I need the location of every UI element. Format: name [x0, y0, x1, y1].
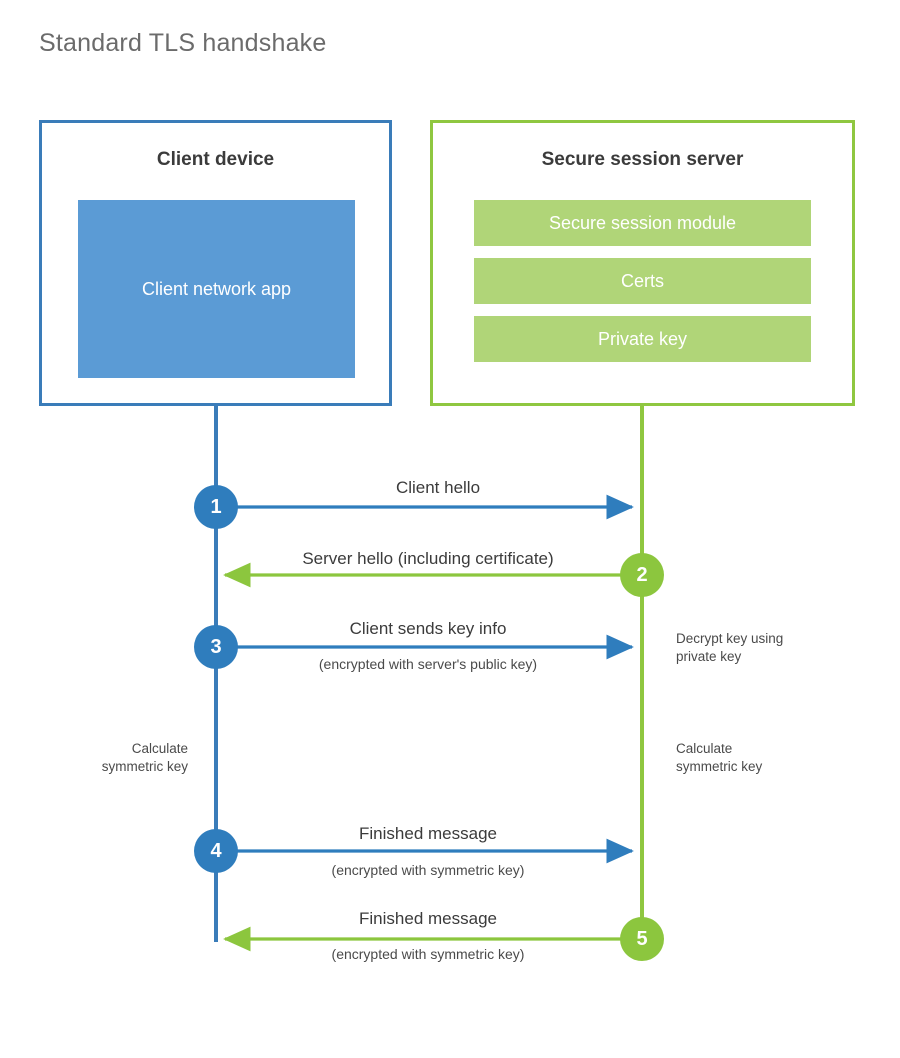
annotation-client-calculate-symmetric-key: Calculate symmetric key: [0, 740, 188, 776]
server-block-certs: Certs: [474, 258, 811, 304]
message-primary-step-2: Server hello (including certificate): [302, 549, 554, 568]
annotation-server-decrypt-line2: private key: [676, 649, 742, 665]
message-note-step-4: (encrypted with symmetric key): [228, 862, 628, 879]
annotation-client-calc-line2: symmetric key: [101, 759, 188, 775]
annotation-server-calc-line1: Calculate: [676, 741, 733, 756]
secure-session-server-title: Secure session server: [541, 149, 744, 170]
message-primary-step-1: Client hello: [395, 478, 481, 497]
message-label-step-2: Server hello (including certificate): [228, 549, 628, 569]
message-note-step-5: (encrypted with symmetric key): [228, 946, 628, 963]
step-circle-4[interactable]: 4: [194, 829, 238, 873]
client-network-app-block: Client network app: [78, 200, 355, 378]
message-label-step-4: Finished message: [228, 824, 628, 844]
message-note-step-3: (encrypted with server's public key): [228, 656, 628, 673]
annotation-server-decrypt: Decrypt key using private key: [676, 630, 856, 666]
server-lifeline: [640, 406, 644, 942]
step-circle-1[interactable]: 1: [194, 485, 238, 529]
step-circle-5[interactable]: 5: [620, 917, 664, 961]
client-device-box: Client device Client network app: [39, 120, 392, 406]
step-circle-3[interactable]: 3: [194, 625, 238, 669]
step-circle-2[interactable]: 2: [620, 553, 664, 597]
page-title: Standard TLS handshake: [39, 29, 327, 57]
annotation-server-calc-line2: symmetric key: [676, 759, 763, 775]
secure-session-server-box: Secure session server Secure session mod…: [430, 120, 855, 406]
message-label-step-1: Client hello: [228, 478, 648, 498]
message-label-step-5: Finished message: [228, 909, 628, 929]
client-device-title: Client device: [156, 149, 275, 170]
message-label-step-3: Client sends key info: [228, 619, 628, 639]
annotation-client-calc-line1: Calculate: [131, 741, 188, 756]
message-primary-step-3: Client sends key info: [349, 619, 507, 638]
client-lifeline: [214, 406, 218, 942]
message-primary-step-5: Finished message: [359, 909, 497, 928]
message-secondary-step-5: (encrypted with symmetric key): [331, 946, 525, 962]
server-block-secure-session-module: Secure session module: [474, 200, 811, 246]
message-secondary-step-3: (encrypted with server's public key): [318, 656, 538, 672]
annotation-server-calculate-symmetric-key: Calculate symmetric key: [676, 740, 866, 776]
annotation-server-decrypt-line1: Decrypt key using: [676, 631, 784, 646]
server-block-private-key: Private key: [474, 316, 811, 362]
message-secondary-step-4: (encrypted with symmetric key): [331, 862, 525, 878]
message-primary-step-4: Finished message: [359, 824, 497, 843]
server-component-list: Secure session module Certs Private key: [474, 200, 811, 362]
